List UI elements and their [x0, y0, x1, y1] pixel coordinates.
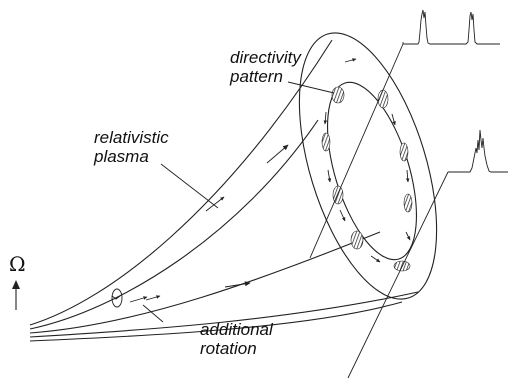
pulse-profile-top: [402, 9, 500, 45]
additional-rotation-label: additional rotation: [200, 320, 273, 358]
pulse-profile-bottom: [448, 129, 508, 173]
beam-spots: [321, 86, 413, 272]
emission-ring: [298, 32, 438, 300]
hatched-ellipse-icon: [403, 193, 413, 213]
relativistic-plasma-label: relativistic plasma: [94, 128, 169, 166]
sight-lines: [309, 43, 449, 379]
directivity-pattern-label: directivity pattern: [230, 48, 301, 86]
hatched-ellipse-icon: [350, 230, 364, 250]
ring-inner: [327, 81, 417, 261]
omega-symbol: Ω: [9, 252, 26, 276]
hatched-ellipse-icon: [331, 86, 345, 104]
flow-arrows: [129, 144, 289, 303]
plasma-flow-lines: [29, 39, 419, 342]
ring-circulation-arrows: [323, 58, 411, 263]
rotation-loop-icon: [111, 288, 123, 308]
leader-lines: [142, 81, 335, 323]
hatched-ellipse-icon: [399, 142, 409, 162]
up-arrow-icon: [12, 280, 20, 310]
ring-outer: [298, 32, 438, 300]
hatched-ellipse-icon: [321, 132, 331, 152]
